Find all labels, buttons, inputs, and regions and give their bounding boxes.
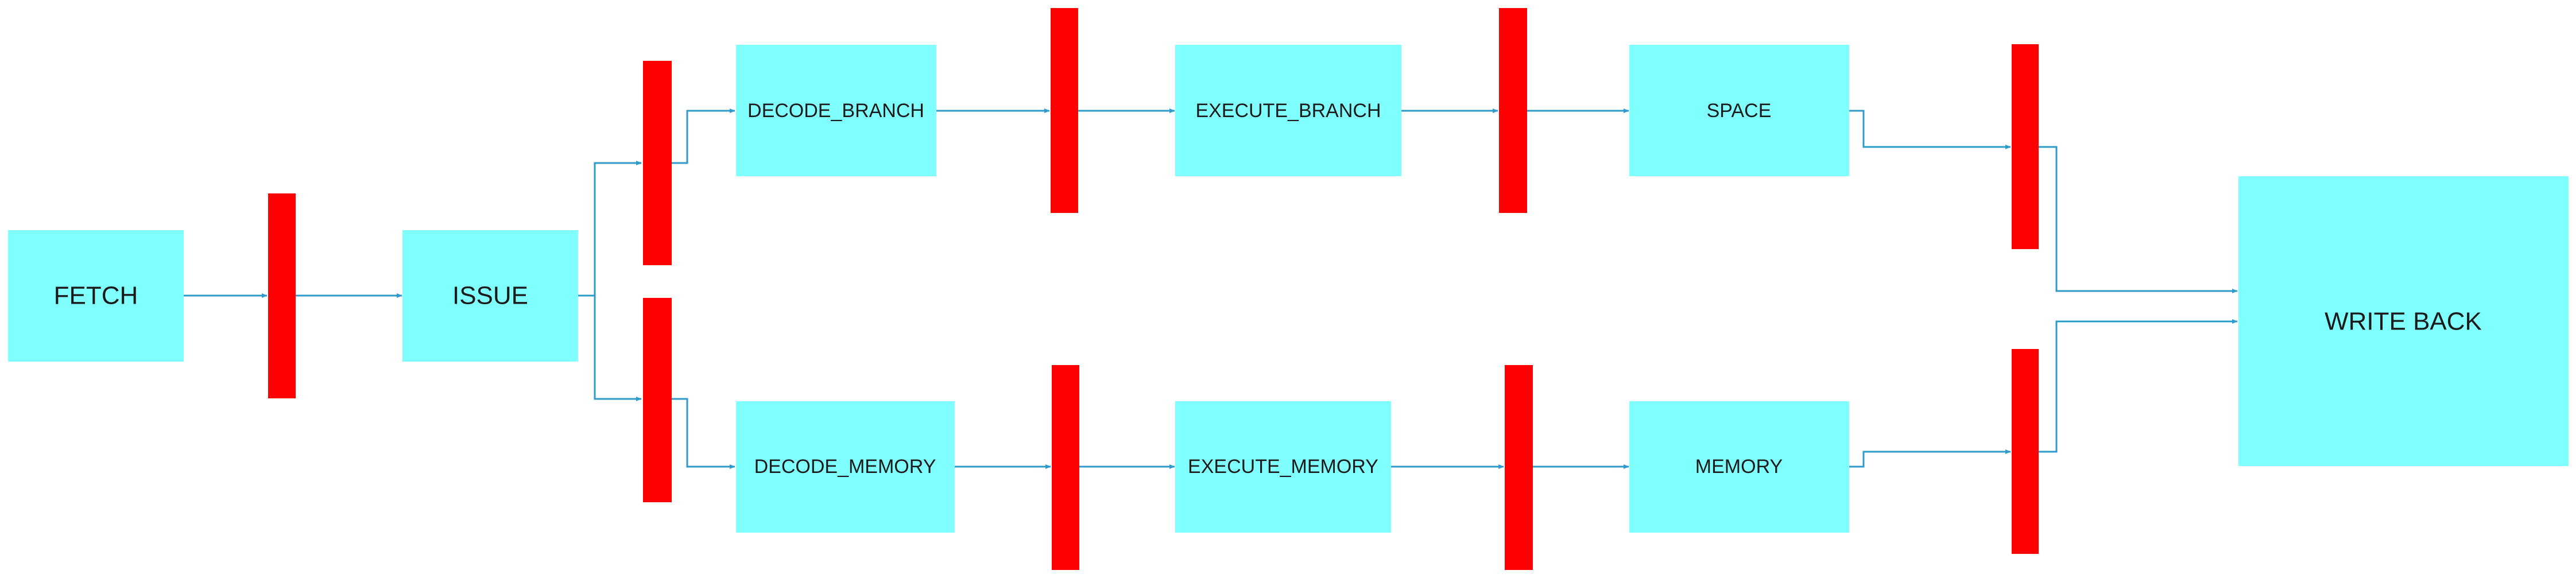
stage-write-back: WRITE BACK [2238,176,2569,466]
stage-space: SPACE [1629,45,1849,176]
stage-issue: ISSUE [402,230,578,362]
pipeline-latch-decode-execute-branch [1051,8,1078,213]
pipeline-latch-memory-writeback [2012,349,2039,554]
connector-branch-latch-to-write-back [2039,146,2238,293]
pipeline-latch-space-writeback [2012,44,2039,249]
stage-write-back-label: WRITE BACK [2325,308,2482,336]
pipeline-latch-execute-space-branch [1499,8,1527,213]
latches [268,8,2039,570]
stage-execute-branch-label: EXECUTE_BRANCH [1195,100,1381,122]
stage-memory: MEMORY [1629,401,1849,533]
stage-memory-label: MEMORY [1695,456,1783,478]
stage-execute-memory-label: EXECUTE_MEMORY [1188,456,1378,478]
connector-issue-to-branch-latch [578,161,642,297]
stage-decode-branch: DECODE_BRANCH [736,45,936,176]
connector-memory-to-latch [1849,449,2011,468]
stages: FETCH ISSUE DECODE_BRANCH EXECUTE_BRANCH… [8,45,2569,533]
connector-memory-latch-to-decode-memory [672,398,735,469]
pipeline-latch-issue-branch [643,61,672,265]
stage-execute-memory: EXECUTE_MEMORY [1175,401,1391,533]
stage-decode-branch-label: DECODE_BRANCH [747,100,924,122]
pipeline-latch-decode-execute-memory [1052,365,1079,570]
stage-fetch-label: FETCH [54,282,138,310]
pipeline-latch-execute-memory-stage [1505,365,1533,570]
stage-decode-memory: DECODE_MEMORY [736,401,955,533]
pipeline-latch-fetch-issue [268,193,296,398]
stage-space-label: SPACE [1707,100,1772,122]
connector-memory-latch-to-write-back [2039,319,2238,453]
stage-execute-branch: EXECUTE_BRANCH [1175,45,1401,176]
connectors [184,108,2238,469]
connector-branch-latch-to-decode-branch [672,108,735,164]
pipeline-latch-issue-memory [643,298,672,502]
connector-issue-to-memory-latch [594,296,642,401]
connector-space-to-latch [1849,110,2011,149]
stage-issue-label: ISSUE [452,282,528,310]
stage-fetch: FETCH [8,230,184,362]
stage-decode-memory-label: DECODE_MEMORY [754,456,936,478]
